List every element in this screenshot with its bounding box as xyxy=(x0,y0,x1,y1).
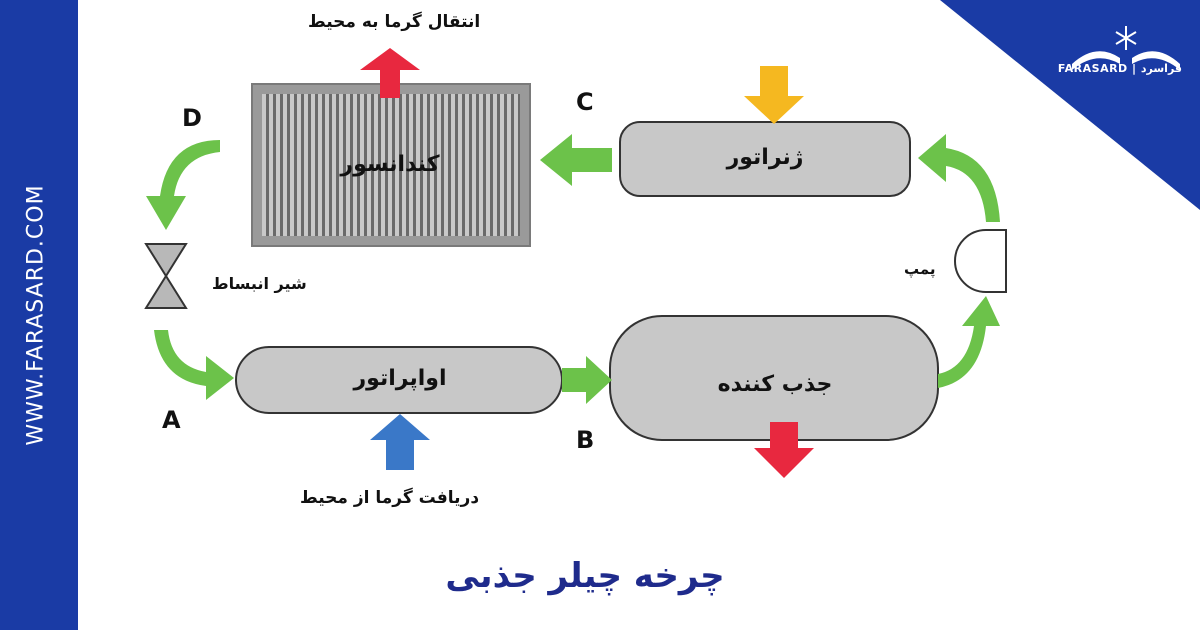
expansion-valve-label: شیر انبساط xyxy=(212,274,307,293)
flow-arrow-d-to-valve xyxy=(146,140,220,230)
absorber-label: جذب کننده xyxy=(717,372,833,397)
point-label-a: A xyxy=(162,406,181,434)
logo-text: FARASARD | فراسرد xyxy=(1057,62,1182,75)
flow-arrow-valve-to-evaporator xyxy=(154,330,234,400)
generator-tank xyxy=(619,121,911,197)
point-label-b: B xyxy=(576,426,595,454)
snowflake-logo-icon xyxy=(1072,26,1180,70)
generator-heat-arrow xyxy=(744,66,804,124)
generator-label: ژنراتور xyxy=(726,145,804,170)
condenser-coil xyxy=(251,83,531,247)
side-brand-band xyxy=(0,0,78,630)
condenser-label: کندانسور xyxy=(340,152,440,177)
heat-in-label: دریافت گرما از محیط xyxy=(300,488,480,508)
flow-arrow-generator-to-condenser xyxy=(540,134,612,186)
pump-icon xyxy=(954,229,1007,293)
pump-label: پمپ xyxy=(904,260,936,278)
heat-out-label: انتقال گرما به محیط xyxy=(308,12,481,32)
flow-arrow-absorber-to-pump xyxy=(938,296,1000,388)
absorber-heat-arrow xyxy=(754,422,814,478)
flow-arrow-pump-to-generator xyxy=(918,134,1000,222)
point-label-d: D xyxy=(182,104,202,132)
diagram-title: چرخه چیلر جذبی xyxy=(445,556,725,596)
heat-in-arrow xyxy=(370,414,430,470)
point-label-c: C xyxy=(576,88,594,116)
flow-arrow-evaporator-to-absorber xyxy=(562,356,612,404)
flow-arrows xyxy=(146,134,1000,404)
heat-out-arrow xyxy=(360,48,420,98)
expansion-valve-icon xyxy=(144,243,188,309)
evaporator-label: اواپراتور xyxy=(353,366,447,391)
